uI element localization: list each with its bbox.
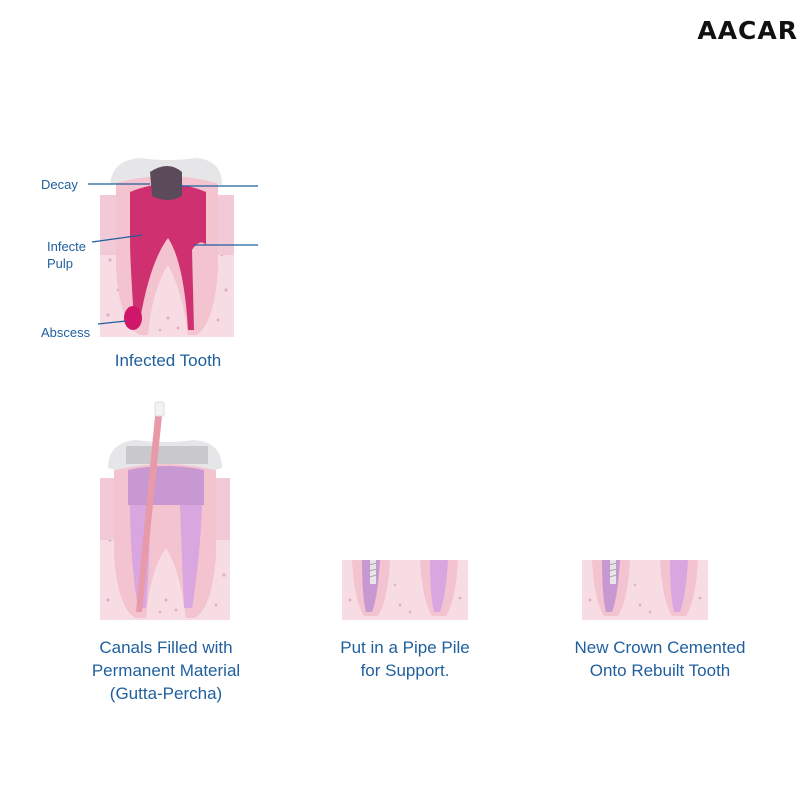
- gum-right: [212, 478, 230, 540]
- abscess: [124, 306, 142, 330]
- caption-post: Put in a Pipe Pile for Support.: [340, 638, 470, 680]
- caption-crown: New Crown Cemented Onto Rebuilt Tooth: [574, 638, 746, 680]
- label-infected-pulp: Infecte Pulp: [47, 239, 87, 271]
- brand-logo-text: AACAR: [697, 16, 798, 45]
- infected-pulp: [130, 184, 206, 330]
- gutta-percha-point: [136, 406, 163, 612]
- post-screw: [610, 560, 616, 584]
- bone-texture: [588, 583, 702, 614]
- bone-texture: [348, 583, 462, 614]
- instrument-tip: [154, 401, 165, 417]
- caption-canals-filled: Canals Filled with Permanent Material (G…: [91, 638, 241, 703]
- temporary-filling: [126, 446, 208, 464]
- label-decay: Decay: [41, 177, 78, 192]
- pulp-chamber-filled: [128, 466, 204, 505]
- decay-cavity: [150, 166, 182, 200]
- post-screw: [370, 560, 376, 584]
- canal-right: [670, 560, 688, 612]
- canal-right: [430, 560, 448, 612]
- gum-left: [100, 478, 118, 540]
- label-abscess: Abscess: [41, 325, 91, 340]
- gum-right: [216, 195, 234, 255]
- caption-infected-tooth: Infected Tooth: [114, 351, 222, 370]
